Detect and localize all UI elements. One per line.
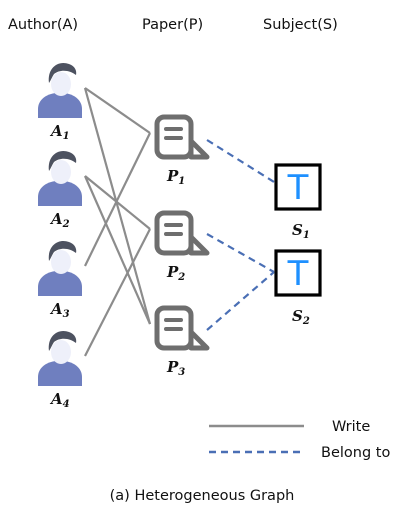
paper-icon (154, 210, 210, 256)
person-icon (38, 62, 82, 118)
subject-glyph: T (287, 254, 309, 294)
belong-edge (206, 139, 275, 183)
write-edges (83, 87, 152, 357)
subject-box (274, 163, 322, 211)
belong-edge (206, 271, 275, 331)
person-icon (38, 330, 82, 386)
subject-glyph: T (287, 168, 309, 208)
author-node: A3 (38, 240, 82, 320)
paper-node: P2 (154, 210, 210, 283)
write-edge (83, 87, 152, 325)
subject-label: S1 (292, 221, 310, 241)
author-label: A2 (49, 210, 70, 230)
person-icon (38, 240, 82, 296)
paper-node: P1 (154, 114, 210, 187)
author-node: A4 (38, 330, 82, 410)
author-label: A4 (49, 390, 70, 410)
legend: Write Belong to (209, 419, 390, 461)
paper-icon (154, 305, 210, 351)
figure-caption: (a) Heterogeneous Graph (110, 488, 295, 504)
write-edge (84, 132, 151, 267)
author-label: A1 (49, 122, 70, 142)
write-edge (84, 228, 151, 357)
subject-column-header: Subject(S) (263, 17, 338, 33)
author-label: A3 (49, 300, 70, 320)
belong-edges (206, 139, 275, 331)
legend-write-label: Write (332, 419, 370, 435)
author-column-header: Author(A) (8, 17, 78, 33)
belong-edge (206, 233, 275, 273)
write-edge (84, 175, 151, 230)
subject-box (274, 249, 322, 297)
paper-label: P2 (166, 263, 185, 283)
write-edge (83, 175, 152, 325)
paper-label: P1 (166, 167, 185, 187)
paper-label: P3 (166, 358, 185, 378)
paper-icon (154, 114, 210, 160)
write-edge (84, 87, 151, 134)
subject-node: T S2 (274, 249, 322, 327)
subject-node: T S1 (274, 163, 322, 241)
paper-column-header: Paper(P) (142, 17, 203, 33)
subject-label: S2 (292, 307, 310, 327)
paper-node: P3 (154, 305, 210, 378)
author-node: A2 (38, 150, 82, 230)
legend-belong-label: Belong to (321, 445, 390, 461)
author-node: A1 (38, 62, 82, 142)
person-icon (38, 150, 82, 206)
